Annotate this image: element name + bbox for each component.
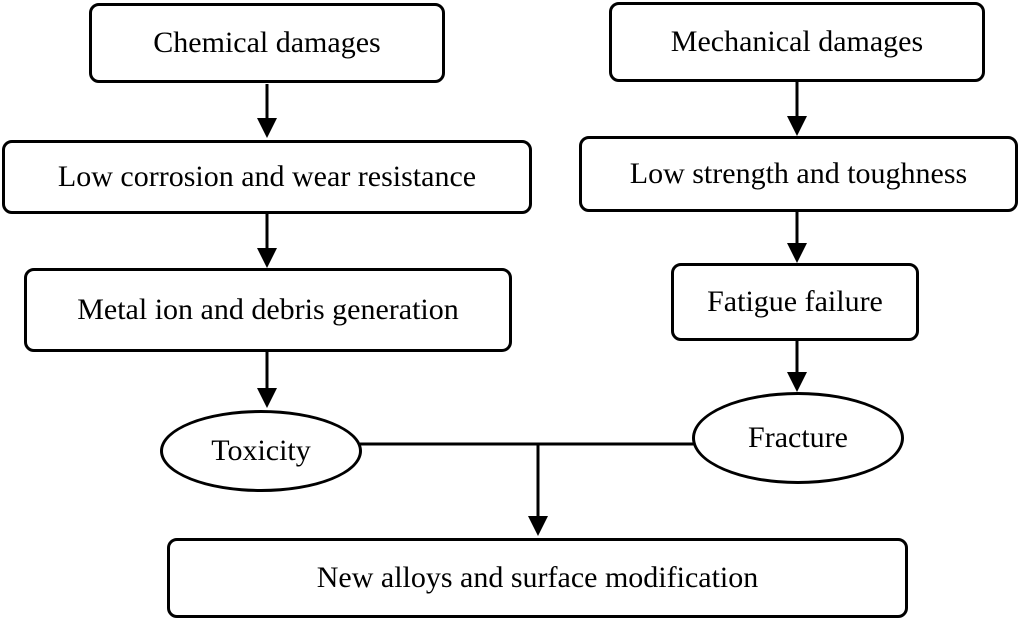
node-label: Chemical damages xyxy=(153,26,381,59)
arrowhead-mechanical-to-strength xyxy=(787,116,807,136)
node-low-strength: Low strength and toughness xyxy=(579,136,1018,212)
node-label: Fracture xyxy=(748,421,848,454)
node-label: Fatigue failure xyxy=(707,285,883,318)
node-mechanical-damages: Mechanical damages xyxy=(609,2,985,82)
arrowhead-metal-ion-to-toxicity xyxy=(257,388,277,408)
node-label: Low corrosion and wear resistance xyxy=(57,160,477,193)
node-label: Mechanical damages xyxy=(670,25,924,58)
arrowhead-chemical-to-corrosion xyxy=(257,118,277,138)
node-chemical-damages: Chemical damages xyxy=(89,3,445,83)
node-fracture: Fracture xyxy=(692,392,904,484)
node-label: Metal ion and debris generation xyxy=(77,293,459,326)
arrowhead-strength-to-fatigue xyxy=(787,243,807,263)
node-metal-ion: Metal ion and debris generation xyxy=(24,268,512,352)
node-label: New alloys and surface modification xyxy=(316,561,759,594)
node-new-alloys: New alloys and surface modification xyxy=(167,538,908,618)
node-fatigue-failure: Fatigue failure xyxy=(671,263,919,341)
arrowhead-corrosion-to-metal-ion xyxy=(257,248,277,268)
arrowhead-merge-to-new-alloys xyxy=(528,516,548,536)
node-toxicity: Toxicity xyxy=(160,410,362,492)
arrowhead-fatigue-to-fracture xyxy=(787,372,807,392)
node-low-corrosion: Low corrosion and wear resistance xyxy=(2,140,532,214)
node-label: Low strength and toughness xyxy=(629,157,968,190)
node-label: Toxicity xyxy=(211,434,311,467)
